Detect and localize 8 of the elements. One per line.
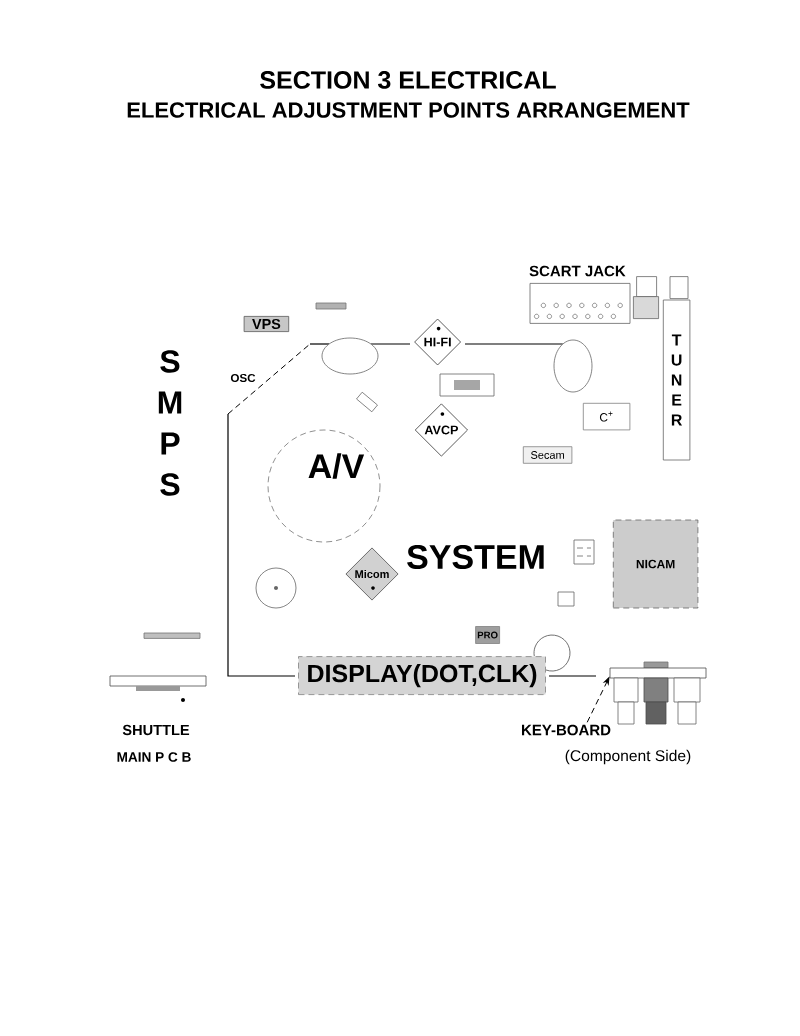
title: SECTION 3 ELECTRICAL [260, 71, 556, 89]
section-label: SMPS [158, 350, 182, 496]
connector-drawing [609, 661, 707, 725]
section-label: SYSTEM [407, 544, 544, 570]
section-label: A/V [308, 453, 365, 479]
subtitle: ELECTRICAL ADJUSTMENT POINTS ARRANGEMENT [127, 102, 690, 118]
leader-line [586, 677, 610, 723]
label-box: DISPLAY(DOT,CLK) [298, 656, 546, 695]
